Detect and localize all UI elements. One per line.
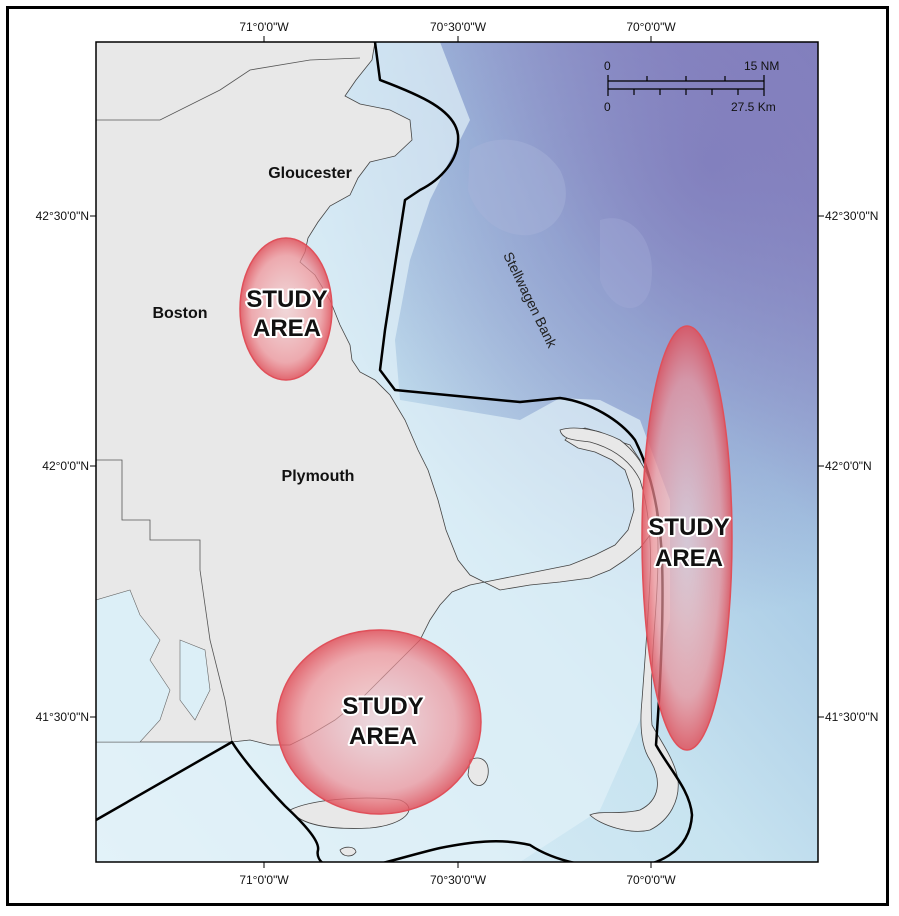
- scale-nm-zero: 0: [604, 59, 611, 73]
- scale-bar: [607, 75, 765, 96]
- study-label-cape-line2: AREA: [655, 545, 723, 572]
- map-area: [96, 42, 818, 862]
- coord-left-3: 41°30'0"N: [36, 710, 89, 724]
- map-border: [95, 41, 819, 863]
- coord-top-1: 71°0'0"W: [239, 20, 289, 34]
- study-area-south: [276, 629, 482, 815]
- study-area-boston: [239, 237, 333, 381]
- label-plymouth: Plymouth: [282, 468, 355, 485]
- coord-bottom-2: 70°30'0"W: [430, 873, 487, 887]
- boundary-line: [96, 42, 694, 862]
- label-boston: Boston: [152, 305, 207, 322]
- study-area-cape-east: [641, 325, 733, 751]
- label-gloucester: Gloucester: [268, 165, 352, 182]
- scale-km-zero: 0: [604, 100, 611, 114]
- scale-nm-end: 15 NM: [744, 59, 779, 73]
- land-island-3: [339, 846, 357, 857]
- study-label-boston-line2: AREA: [253, 315, 321, 342]
- study-label-south-line2: AREA: [349, 723, 417, 750]
- study-label-south-line1: STUDY: [342, 693, 423, 720]
- study-label-cape-line1: STUDY: [648, 514, 729, 541]
- coord-right-3: 41°30'0"N: [825, 710, 878, 724]
- coord-left-1: 42°30'0"N: [36, 209, 89, 223]
- land-island-2: [467, 757, 489, 786]
- coord-bottom-1: 71°0'0"W: [239, 873, 289, 887]
- coord-top-2: 70°30'0"W: [430, 20, 487, 34]
- coord-right-1: 42°30'0"N: [825, 209, 878, 223]
- coord-right-2: 42°0'0"N: [825, 459, 872, 473]
- scale-km-end: 27.5 Km: [731, 100, 776, 114]
- coord-bottom-3: 70°0'0"W: [626, 873, 676, 887]
- coord-top-3: 70°0'0"W: [626, 20, 676, 34]
- study-label-boston-line1: STUDY: [246, 286, 327, 313]
- coord-left-2: 42°0'0"N: [42, 459, 89, 473]
